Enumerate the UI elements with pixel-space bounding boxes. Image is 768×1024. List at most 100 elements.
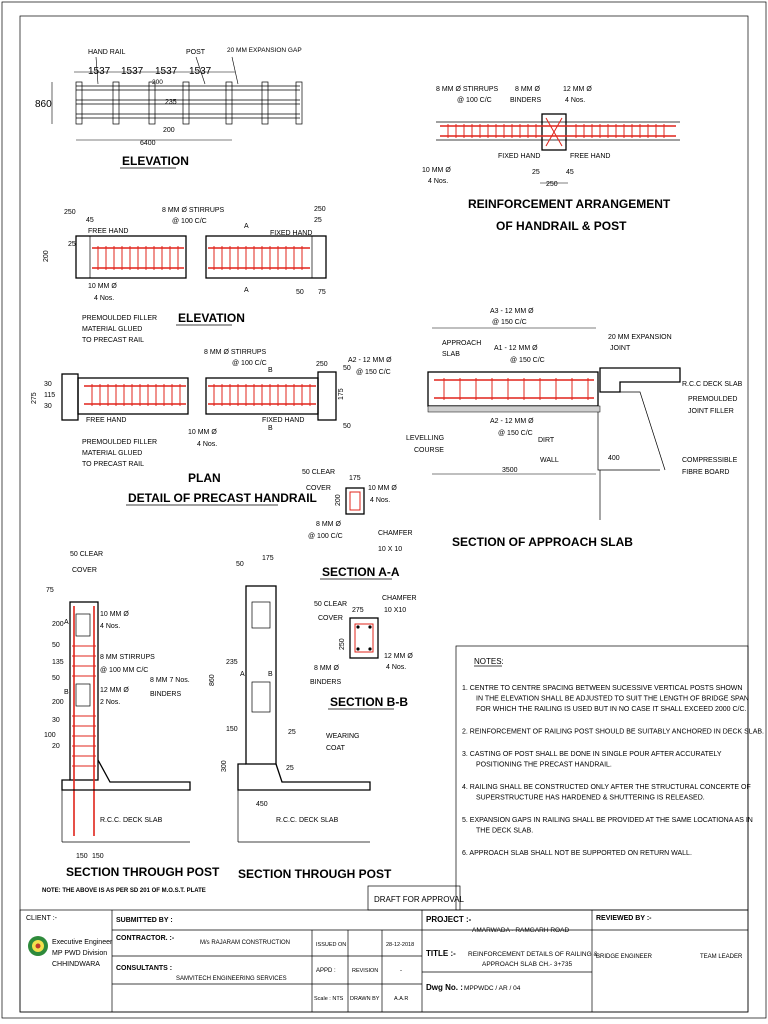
dim-50b: 50 [52, 675, 60, 682]
consultants-label: CONSULTANTS : [116, 965, 172, 972]
stirrups-ticks [97, 246, 303, 270]
dim-150a: 150 [76, 853, 88, 860]
dim-30a: 30 [44, 381, 52, 388]
draft-label: DRAFT FOR APPROVAL [374, 895, 464, 904]
section-a-a: 50 CLEAR COVER 175 200 10 MM Ø 4 Nos. 8 … [302, 469, 413, 580]
elevation-precast: 250 45 FREE HAND 8 MM Ø STIRRUPS @ 100 C… [43, 206, 327, 344]
cover-1: 50 CLEAR [302, 469, 335, 476]
elevation-title-2: ELEVATION [178, 311, 245, 325]
bars10-nos: 4 Nos. [100, 623, 120, 630]
a2-left-spacing: @ 150 C/C [356, 369, 391, 376]
dim-175: 175 [338, 388, 345, 400]
approach-slab-section: A3 - 12 MM Ø @ 150 C/C APPROACH SLAB A1 … [348, 308, 743, 549]
dim-250: 250 [339, 638, 346, 650]
plan-precast: 8 MM Ø STIRRUPS @ 100 C/C 250 50 175 50 … [31, 349, 351, 506]
span-1: 1537 [88, 66, 111, 77]
bars12-label: 12 MM Ø [563, 86, 592, 93]
drawn-value: A.A.R [394, 996, 408, 1002]
submitted-label: SUBMITTED BY : [116, 917, 173, 924]
binders-dia: 8 MM Ø [314, 665, 339, 672]
a2-bottom-label: A2 - 12 MM Ø [490, 418, 534, 425]
a3-spacing: @ 150 C/C [492, 319, 527, 326]
chamfer-label: CHAMFER [378, 530, 413, 537]
dim-25: 25 [532, 169, 540, 176]
elevation-title-1: ELEVATION [122, 154, 189, 168]
binders-label-2: BINDERS [150, 691, 181, 698]
bars10-nos: 4 Nos. [370, 497, 390, 504]
chamfer-size: 10 X 10 [378, 546, 402, 553]
stirrups-spacing: @ 100 MM C/C [100, 667, 148, 674]
plan-rail-left [77, 377, 189, 415]
note-line: 2. REINFORCEMENT OF RAILING POST SHOULD … [462, 729, 764, 736]
stirrups-spacing: @ 100 C/C [457, 97, 492, 104]
cover-2: COVER [306, 485, 331, 492]
dim-45: 45 [566, 169, 574, 176]
bars10-nos: 4 Nos. [428, 178, 448, 185]
approach-title: SECTION OF APPROACH SLAB [452, 535, 633, 549]
filler-1: PREMOULDED FILLER [82, 439, 157, 446]
notes-block: NOTES: 1. CENTRE TO CENTRE SPACING BETWE… [455, 645, 764, 911]
dim-25a: 25 [288, 729, 296, 736]
client-label: CLIENT :- [26, 915, 58, 922]
fixed-hand: FIXED HAND [262, 417, 304, 424]
dim-400: 400 [608, 455, 620, 462]
dim-30b: 30 [44, 403, 52, 410]
contractor-name: M/s RAJARAM CONSTRUCTION [200, 940, 290, 946]
slab-label-1: APPROACH [442, 340, 481, 347]
dim-75-right: 75 [318, 289, 326, 296]
rail-lines [76, 85, 300, 119]
leader [231, 56, 239, 85]
draft-box: DRAFT FOR APPROVAL [367, 885, 464, 911]
post-box [541, 113, 567, 151]
bars10-label: 10 MM Ø [188, 429, 217, 436]
free-hand: FREE HAND [570, 153, 610, 160]
client-1: Executive Engineer [52, 939, 113, 946]
dim-275: 275 [31, 392, 38, 404]
chamfer-size: 10 X10 [384, 607, 406, 614]
post-title-1: SECTION THROUGH POST [66, 865, 220, 879]
posts [75, 81, 303, 125]
plate-note: NOTE: THE ABOVE IS AS PER SD 201 OF M.O.… [42, 888, 206, 894]
post-label: POST [186, 49, 206, 56]
filler-3: TO PRECAST RAIL [82, 461, 144, 468]
fixed-hand: FIXED HAND [498, 153, 540, 160]
cover-1: 50 CLEAR [70, 551, 103, 558]
wearing-1: WEARING [326, 733, 359, 740]
deck-label: R.C.C. DECK SLAB [276, 817, 339, 824]
dim-200: 200 [43, 250, 50, 262]
bars12-label: 12 MM Ø [384, 653, 413, 660]
cover-1: 50 CLEAR [314, 601, 347, 608]
bars12-label: 12 MM Ø [100, 687, 129, 694]
binders-label: BINDERS [310, 679, 341, 686]
title-line-1: REINFORCEMENT DETAILS OF RAILING & [468, 951, 598, 958]
post-body [245, 585, 277, 765]
levelling-2: COURSE [414, 447, 444, 454]
a1-label: A1 - 12 MM Ø [494, 345, 538, 352]
dim-150b: 150 [92, 853, 104, 860]
span-4: 1537 [189, 66, 212, 77]
dim-200: 200 [335, 494, 342, 506]
leader [195, 56, 206, 85]
client-logo [28, 936, 48, 956]
section-aa-title: SECTION A-A [322, 565, 400, 579]
dim-175: 175 [349, 475, 361, 482]
section-a-bottom: A [244, 287, 249, 294]
free-hand: FREE HAND [86, 417, 126, 424]
scale-label: Scale : NTS [314, 996, 344, 1002]
post-body [69, 601, 99, 781]
dwg-number: MPPWDC / AR / 04 [464, 985, 521, 992]
contractor-label: CONTRACTOR. :- [116, 935, 175, 942]
title-line-2: APPROACH SLAB CH.- 3+735 [482, 961, 573, 968]
dim-135: 135 [52, 659, 64, 666]
section-through-post-1: 50 CLEAR COVER 75 200 50 135 50 200 30 1… [42, 551, 220, 894]
slab-label-2: SLAB [442, 351, 460, 358]
bars12-nos: 4 Nos. [565, 97, 585, 104]
a1-spacing: @ 150 C/C [510, 357, 545, 364]
joint-label-2: JOINT [610, 345, 631, 352]
cover-2: COVER [318, 615, 343, 622]
section-a-mark: A [240, 671, 245, 678]
dim-50a: 50 [343, 365, 351, 372]
post-title-2: SECTION THROUGH POST [238, 867, 392, 881]
note-line: IN THE ELEVATION SHALL BE ADJUSTED TO SU… [476, 696, 749, 703]
